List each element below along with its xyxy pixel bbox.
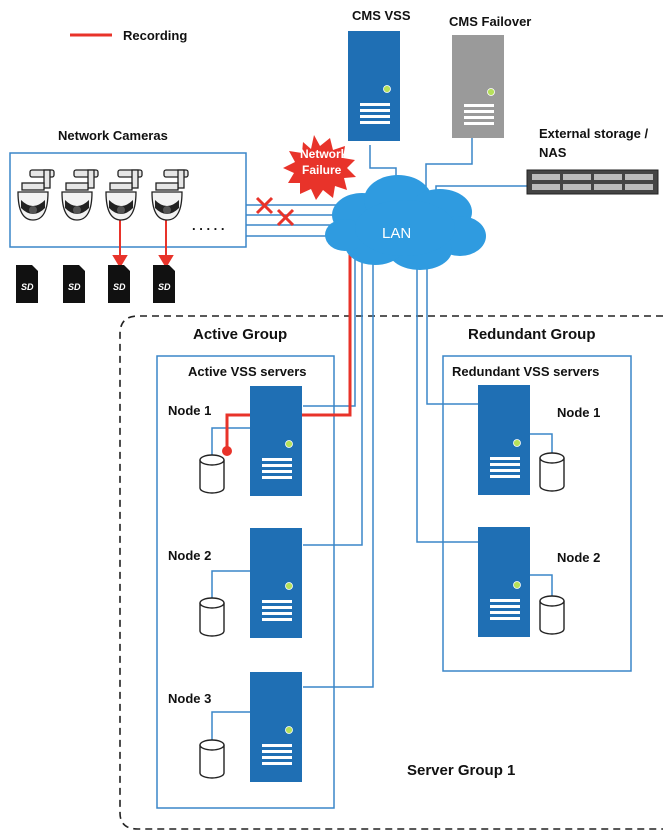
active-node-3-label: Node 3 [168,691,211,706]
redundant-node-1-disk-icon [539,452,565,492]
connection-broken-x-icons [255,196,295,227]
active-node-1-disk-icon [199,454,225,494]
svg-text:SD: SD [21,282,34,292]
active-group-label: Active Group [193,326,287,343]
legend: Recording [70,28,187,43]
sd-card-icon: SD [16,265,38,303]
network-failure-label-line2: Failure [302,163,342,177]
server-group-label: Server Group 1 [407,762,515,779]
nas-storage-icon [526,169,659,195]
external-storage-label-line2: NAS [539,145,567,160]
redundant-node-2-disk-icon [539,595,565,635]
lan-cloud: LAN [325,175,486,270]
redundant-node-2-label: Node 2 [557,550,600,565]
active-node-1-label: Node 1 [168,403,211,418]
lan-connections [211,138,553,742]
active-node-2-server-icon [249,527,303,639]
camera-ellipsis: . . . . . [192,218,225,233]
external-storage-label-line1: External storage / [539,126,648,141]
sd-card-icon: SD [63,265,85,303]
cms-vss-server-icon [347,30,401,142]
broken-link-x-icon-1 [255,196,274,215]
active-vss-servers-label: Active VSS servers [188,364,307,379]
recording-endpoint [222,446,232,456]
redundant-node-2-server-icon [477,526,531,638]
active-node-3-disk-icon [199,739,225,779]
active-vss-servers-box [156,355,335,809]
active-node-1-server-icon [249,385,303,497]
cms-vss-label: CMS VSS [352,8,411,23]
recording-legend-label: Recording [123,28,187,43]
active-node-2-disk-icon [199,597,225,637]
cms-failover-label: CMS Failover [449,14,531,29]
active-node-3-server-icon [249,671,303,783]
redundant-vss-servers-box [442,355,632,672]
server-group-border [119,315,663,830]
sd-card-icon: SD [153,265,175,303]
svg-text:SD: SD [113,282,126,292]
redundant-node-1-label: Node 1 [557,405,600,420]
broken-link-x-icon-2 [276,208,295,227]
svg-text:SD: SD [68,282,81,292]
redundant-vss-servers-label: Redundant VSS servers [452,364,599,379]
network-failure-burst: Network Failure [283,135,356,200]
lan-label: LAN [382,225,411,242]
active-node-2-label: Node 2 [168,548,211,563]
redundant-group-label: Redundant Group [468,326,596,343]
sd-card-icon: SD [108,265,130,303]
network-cameras-label: Network Cameras [58,128,168,143]
svg-text:SD: SD [158,282,171,292]
cms-failover-server-icon [452,35,504,138]
network-failure-label-line1: Network [300,147,348,161]
redundant-node-1-server-icon [477,384,531,496]
